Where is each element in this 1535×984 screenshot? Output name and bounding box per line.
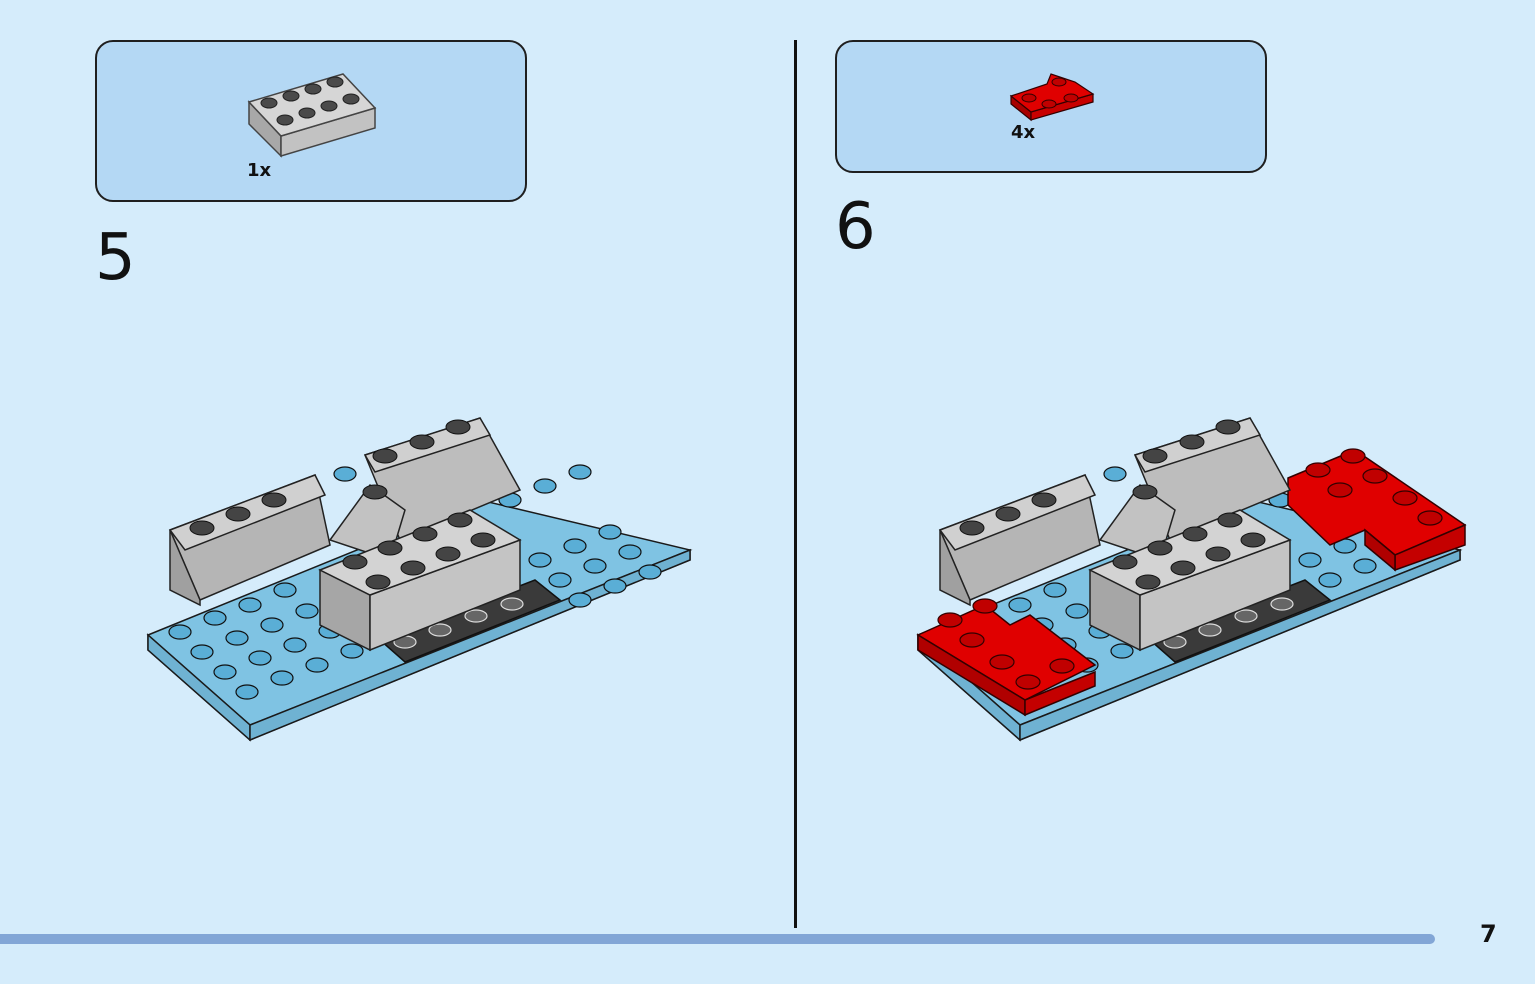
page-footer-bar — [0, 934, 1435, 944]
step-divider — [794, 40, 797, 928]
red-corner-plate-icon — [1009, 73, 1095, 122]
part-quantity: 1x — [247, 160, 272, 181]
step-number: 5 — [95, 221, 136, 295]
step-6-build-illustration — [916, 417, 1467, 742]
part-quantity: 4x — [1011, 122, 1036, 143]
parts-callout-step-5: 1x — [95, 40, 527, 202]
gray-brick-2x4-icon — [247, 73, 377, 158]
parts-callout-step-6: 4x — [835, 40, 1267, 173]
step-number: 6 — [835, 190, 876, 264]
page-number: 7 — [1480, 920, 1497, 948]
step-5-build-illustration — [146, 417, 693, 742]
